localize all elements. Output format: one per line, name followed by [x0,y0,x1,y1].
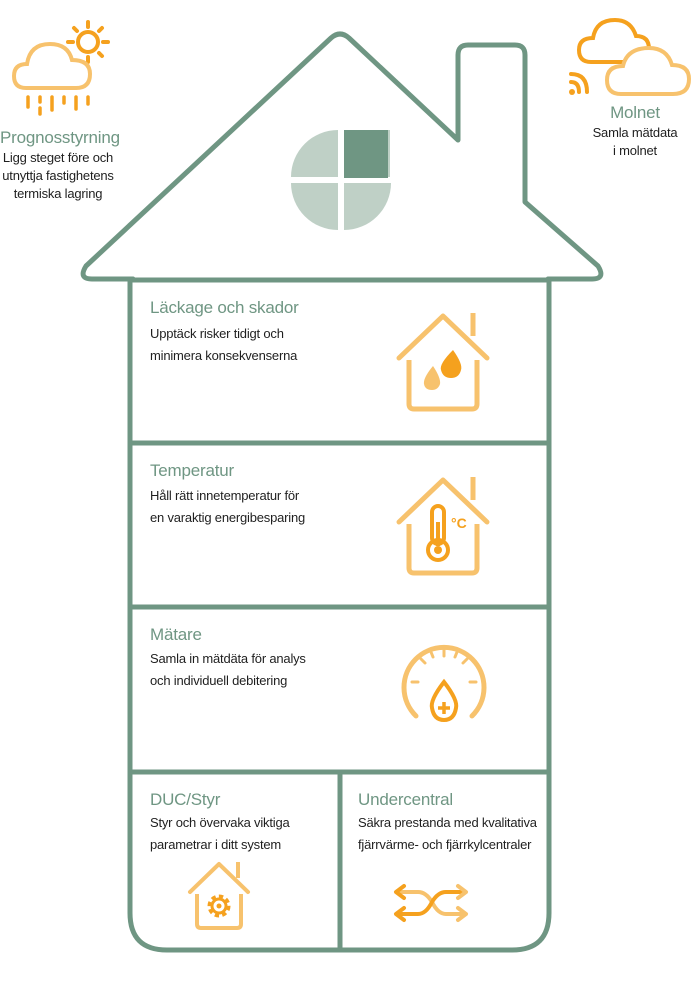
leakage-desc-line: Upptäck risker tidigt och [150,326,284,341]
forecast-title: Prognosstyrning [0,128,120,147]
house-gear-icon [188,862,250,930]
cloud-desc-line: i molnet [613,143,657,158]
house-water-drops-icon [396,313,490,412]
duc-description: Styr och övervaka viktiga parametrar i d… [150,812,330,856]
cloud-description: Samla mätdata i molnet [580,124,690,160]
meter-desc-line: Samla in mätdäta för analys [150,651,306,666]
substation-description: Säkra prestanda med kvalitativa fjärrvär… [358,812,546,856]
meter-title: Mätare [150,625,202,644]
brand-logo [291,130,391,230]
leakage-title: Läckage och skador [150,298,299,317]
forecast-description: Ligg steget före och utnyttja fastighete… [0,149,116,203]
cloud-title: Molnet [610,103,660,122]
forecast-desc-line: Ligg steget före och [2,150,114,165]
temperature-desc-line: Håll rätt innetemperatur för [150,488,300,503]
substation-desc-line: fjärrvärme- och fjärrkylcentraler [358,837,532,852]
leakage-description: Upptäck risker tidigt och minimera konse… [150,323,370,367]
temperature-description: Håll rätt innetemperatur för en varaktig… [150,485,370,529]
cloud-desc-line: Samla mätdata [592,125,678,140]
meter-description: Samla in mätdäta för analys och individu… [150,648,370,692]
forecast-desc-line: utnyttja fastighetens [2,168,114,183]
cloud-wifi-icon [569,17,692,96]
leakage-desc-line: minimera konsekvenserna [150,348,298,363]
exchange-arrows-icon [394,884,468,922]
forecast-desc-line: termiska lagring [13,186,103,201]
duc-title: DUC/Styr [150,790,221,809]
house-thermometer-icon: °C [396,477,490,576]
weather-cloud-sun-rain-icon [11,20,110,116]
temperature-unit: °C [451,515,467,531]
temperature-desc-line: en varaktig energibesparing [150,510,306,525]
duc-desc-line: parametrar i ditt system [150,837,282,852]
meter-desc-line: och individuell debitering [150,673,288,688]
temperature-title: Temperatur [150,461,234,480]
roof [80,31,604,282]
substation-title: Undercentral [358,790,453,809]
meter-gauge-drop-icon [401,644,487,723]
duc-desc-line: Styr och övervaka viktiga [150,815,290,830]
substation-desc-line: Säkra prestanda med kvalitativa [358,815,537,830]
